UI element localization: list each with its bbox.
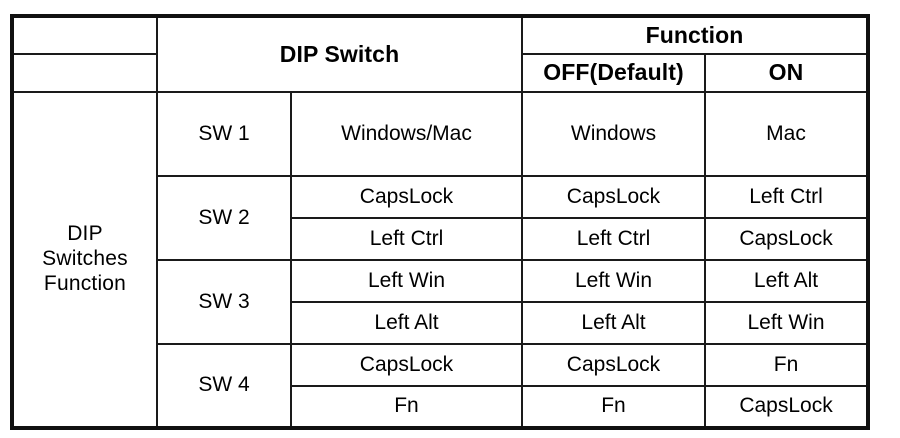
switch-name-sw-2: SW 2: [156, 175, 292, 261]
row-group-label-line-2: Switches: [42, 247, 128, 271]
table-header: DIP Switch Function OFF(Default) ON: [11, 15, 870, 93]
table-row: Left Alt Left Alt Left Win: [12, 301, 870, 345]
header-corner-blank: [11, 15, 158, 55]
switch-off-sw-1-row-1: Windows: [521, 91, 706, 177]
header-corner-blank-lower: [11, 53, 158, 93]
table-row: SW 3 Left Win Left Win Left Alt: [12, 259, 870, 345]
switch-on-sw-2-row-2: CapsLock: [703, 217, 870, 261]
table-row: SW 2 CapsLock CapsLock Left Ctrl: [12, 175, 870, 261]
switch-description-sw-4-row-1: CapsLock: [290, 343, 523, 387]
switch-description-sw-2-row-2: Left Ctrl: [290, 217, 523, 261]
row-group-label-line-3: Function: [43, 271, 127, 295]
switch-description-sw-3-row-2: Left Alt: [290, 301, 523, 345]
switch-off-sw-2-row-2: Left Ctrl: [521, 217, 706, 261]
header-dip-switch: DIP Switch: [156, 15, 523, 93]
switch-off-sw-2-row-1: CapsLock: [521, 175, 706, 219]
switch-on-sw-4-row-2: CapsLock: [703, 385, 870, 429]
switch-description-sw-1-row-1: Windows/Mac: [290, 91, 523, 177]
table-row: DIP Switches Function SW 1 Windows/Mac W…: [11, 91, 870, 429]
header-row-bottom: OFF(Default) ON: [11, 53, 870, 93]
switch-off-sw-4-row-2: Fn: [521, 385, 706, 429]
row-group-label-dip-switches-function: DIP Switches Function: [11, 91, 158, 429]
switch-on-sw-3-row-1: Left Alt: [703, 259, 870, 303]
switch-on-sw-3-row-2: Left Win: [703, 301, 870, 345]
switch-description-sw-3-row-1: Left Win: [290, 259, 523, 303]
switch-on-sw-1-row-1: Mac: [703, 91, 870, 177]
row-group-label-line-1: DIP: [67, 222, 103, 246]
table-body: DIP Switches Function SW 1 Windows/Mac W…: [11, 91, 870, 429]
switch-name-sw-1: SW 1: [156, 91, 292, 177]
switch-description-sw-4-row-2: Fn: [290, 385, 523, 429]
table-row: SW 4 CapsLock CapsLock Fn: [12, 343, 870, 429]
header-on: ON: [703, 53, 870, 93]
switch-description-sw-2-row-1: CapsLock: [290, 175, 523, 219]
switch-off-sw-3-row-1: Left Win: [521, 259, 706, 303]
dip-switch-function-table: DIP Switch Function OFF(Default) ON DIP …: [10, 14, 871, 430]
switch-on-sw-2-row-1: Left Ctrl: [703, 175, 870, 219]
switch-on-sw-4-row-1: Fn: [703, 343, 870, 387]
table-row: Left Ctrl Left Ctrl CapsLock: [12, 217, 870, 261]
table-row: Fn Fn CapsLock: [12, 385, 870, 429]
header-off-default: OFF(Default): [521, 53, 706, 93]
switch-name-sw-3: SW 3: [156, 259, 292, 345]
switch-off-sw-3-row-2: Left Alt: [521, 301, 706, 345]
header-function: Function: [520, 15, 870, 55]
switch-off-sw-4-row-1: CapsLock: [521, 343, 706, 387]
header-row-top: DIP Switch Function: [11, 15, 870, 93]
switch-name-sw-4: SW 4: [156, 343, 292, 429]
